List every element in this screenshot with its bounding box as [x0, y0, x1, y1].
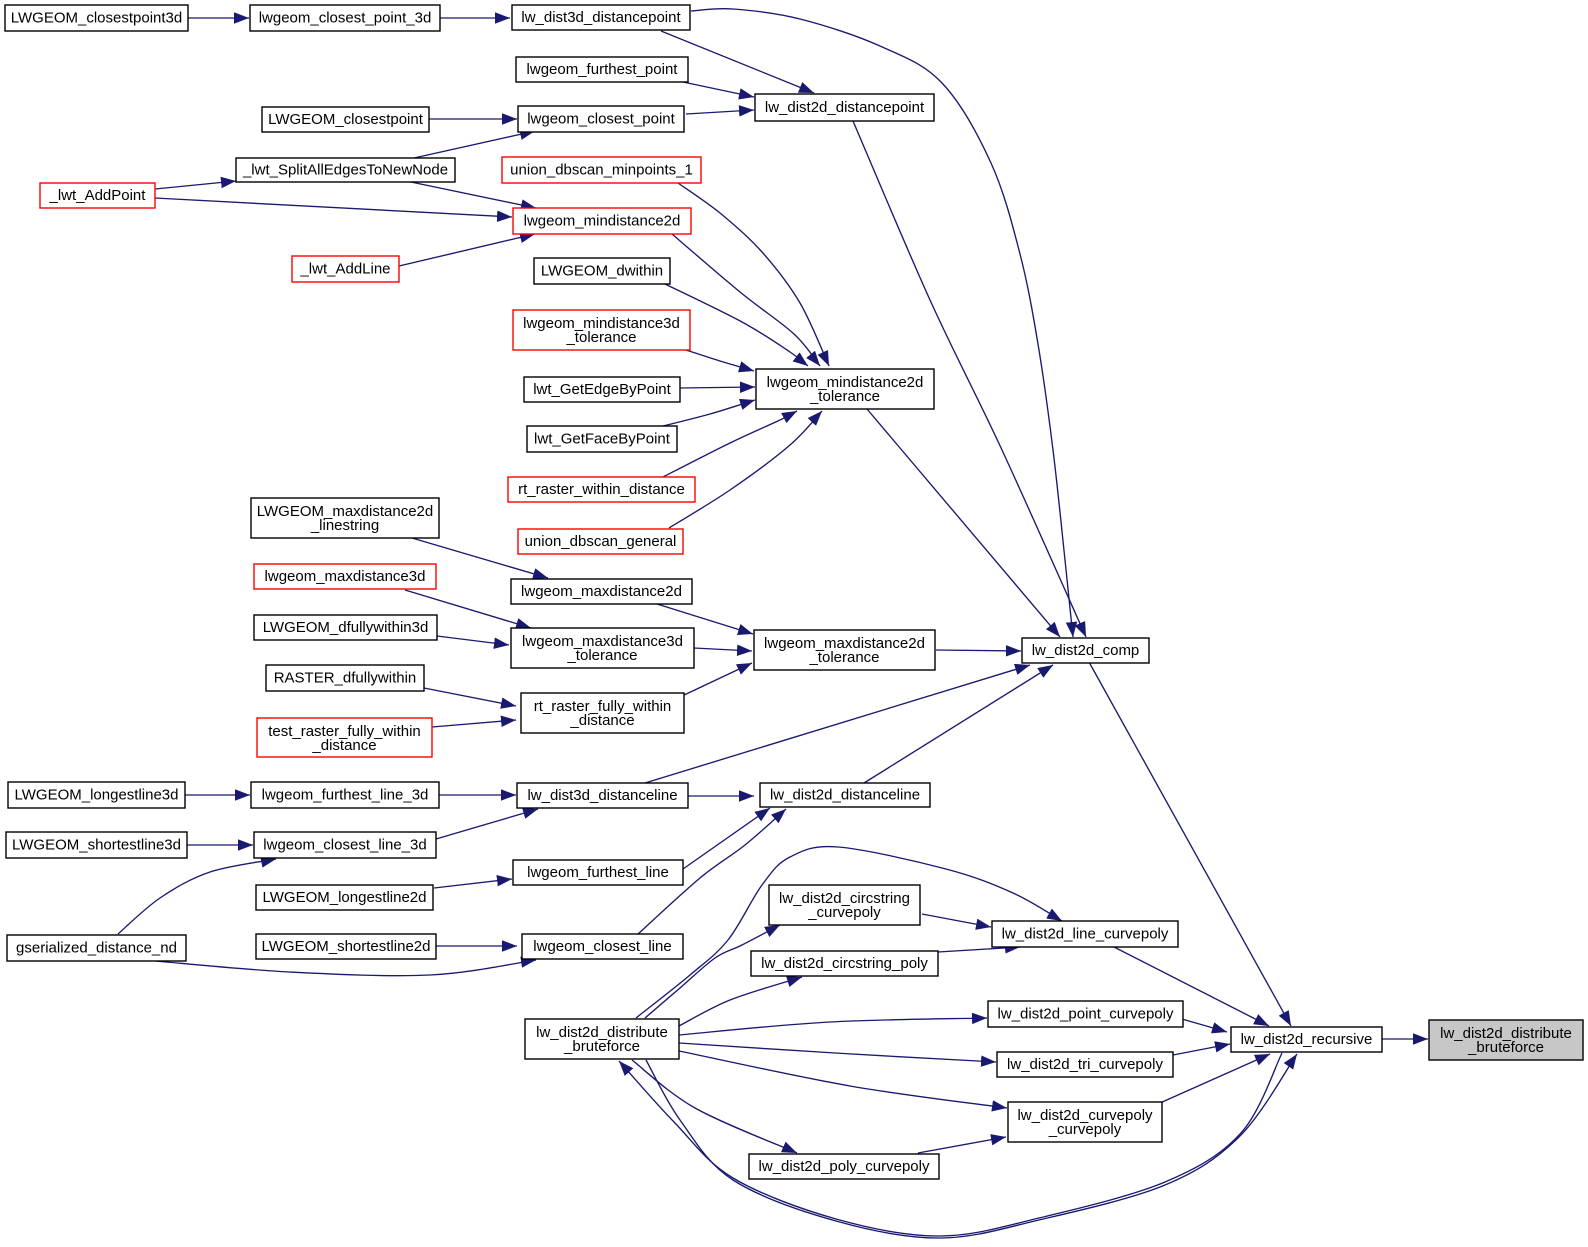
svg-text:_lwt_SplitAllEdgesToNewNode: _lwt_SplitAllEdgesToNewNode [242, 162, 448, 179]
svg-text:lwgeom_closest_line_3d: lwgeom_closest_line_3d [263, 837, 426, 854]
svg-text:union_dbscan_minpoints_1: union_dbscan_minpoints_1 [510, 162, 693, 179]
svg-text:lwgeom_maxdistance2d: lwgeom_maxdistance2d [521, 583, 682, 600]
svg-text:_curvepoly: _curvepoly [1048, 1121, 1122, 1138]
svg-text:LWGEOM_maxdistance2d: LWGEOM_maxdistance2d [257, 503, 433, 520]
svg-text:lwgeom_furthest_point: lwgeom_furthest_point [527, 61, 679, 78]
svg-text:RASTER_dfullywithin: RASTER_dfullywithin [274, 670, 417, 687]
svg-text:_tolerance: _tolerance [566, 647, 637, 664]
svg-text:_bruteforce: _bruteforce [563, 1038, 640, 1055]
svg-text:_tolerance: _tolerance [809, 388, 880, 405]
svg-text:_distance: _distance [569, 712, 634, 729]
svg-text:lw_dist2d_line_curvepoly: lw_dist2d_line_curvepoly [1002, 926, 1169, 943]
svg-text:LWGEOM_longestline2d: LWGEOM_longestline2d [263, 889, 427, 906]
svg-text:lw_dist2d_distribute: lw_dist2d_distribute [1440, 1025, 1572, 1042]
svg-text:lw_dist3d_distancepoint: lw_dist3d_distancepoint [521, 9, 681, 26]
svg-text:LWGEOM_dwithin: LWGEOM_dwithin [541, 263, 663, 280]
svg-text:lw_dist2d_tri_curvepoly: lw_dist2d_tri_curvepoly [1007, 1056, 1163, 1073]
svg-text:lwgeom_mindistance3d: lwgeom_mindistance3d [523, 315, 680, 332]
svg-text:lwgeom_maxdistance3d: lwgeom_maxdistance3d [522, 633, 683, 650]
svg-text:lwgeom_maxdistance2d: lwgeom_maxdistance2d [764, 635, 925, 652]
svg-text:union_dbscan_general: union_dbscan_general [525, 533, 677, 550]
svg-text:lwgeom_maxdistance3d: lwgeom_maxdistance3d [265, 568, 426, 585]
svg-text:rt_raster_fully_within: rt_raster_fully_within [534, 698, 672, 715]
svg-text:lw_dist2d_circstring_poly: lw_dist2d_circstring_poly [761, 955, 928, 972]
svg-text:lw_dist2d_comp: lw_dist2d_comp [1032, 642, 1140, 659]
svg-text:lw_dist3d_distanceline: lw_dist3d_distanceline [527, 787, 677, 804]
svg-text:_distance: _distance [311, 737, 376, 754]
svg-text:rt_raster_within_distance: rt_raster_within_distance [518, 481, 685, 498]
svg-text:lw_dist2d_poly_curvepoly: lw_dist2d_poly_curvepoly [759, 1158, 930, 1175]
svg-text:lwgeom_closest_line: lwgeom_closest_line [533, 938, 671, 955]
svg-text:test_raster_fully_within: test_raster_fully_within [268, 723, 421, 740]
svg-text:lwgeom_furthest_line: lwgeom_furthest_line [527, 864, 669, 881]
svg-text:lwgeom_mindistance2d: lwgeom_mindistance2d [767, 374, 924, 391]
svg-text:gserialized_distance_nd: gserialized_distance_nd [16, 940, 177, 957]
svg-text:lwgeom_mindistance2d: lwgeom_mindistance2d [524, 213, 681, 230]
svg-text:LWGEOM_closestpoint3d: LWGEOM_closestpoint3d [11, 10, 182, 27]
svg-text:lw_dist2d_point_curvepoly: lw_dist2d_point_curvepoly [998, 1006, 1174, 1023]
svg-text:_lwt_AddLine: _lwt_AddLine [299, 261, 390, 278]
svg-text:_lwt_AddPoint: _lwt_AddPoint [49, 187, 147, 204]
svg-text:LWGEOM_shortestline3d: LWGEOM_shortestline3d [12, 837, 181, 854]
svg-text:LWGEOM_dfullywithin3d: LWGEOM_dfullywithin3d [263, 619, 429, 636]
svg-text:lw_dist2d_distancepoint: lw_dist2d_distancepoint [765, 99, 925, 116]
svg-text:_linestring: _linestring [310, 517, 379, 534]
svg-text:_tolerance: _tolerance [565, 329, 636, 346]
svg-text:lwt_GetEdgeByPoint: lwt_GetEdgeByPoint [533, 381, 671, 398]
svg-text:LWGEOM_closestpoint: LWGEOM_closestpoint [268, 111, 424, 128]
svg-text:_tolerance: _tolerance [808, 649, 879, 666]
svg-text:lw_dist2d_circstring: lw_dist2d_circstring [779, 890, 910, 907]
svg-text:_bruteforce: _bruteforce [1467, 1039, 1544, 1056]
svg-text:lwgeom_furthest_line_3d: lwgeom_furthest_line_3d [262, 787, 429, 804]
svg-text:lw_dist2d_recursive: lw_dist2d_recursive [1241, 1031, 1373, 1048]
svg-text:lwgeom_closest_point_3d: lwgeom_closest_point_3d [259, 10, 432, 27]
svg-text:lw_dist2d_distanceline: lw_dist2d_distanceline [770, 787, 920, 804]
svg-text:lw_dist2d_curvepoly: lw_dist2d_curvepoly [1017, 1107, 1153, 1124]
svg-text:lw_dist2d_distribute: lw_dist2d_distribute [536, 1024, 668, 1041]
svg-text:lwt_GetFaceByPoint: lwt_GetFaceByPoint [534, 431, 671, 448]
svg-text:_curvepoly: _curvepoly [807, 904, 881, 921]
svg-text:LWGEOM_longestline3d: LWGEOM_longestline3d [15, 787, 179, 804]
svg-text:lwgeom_closest_point: lwgeom_closest_point [527, 111, 675, 128]
svg-text:LWGEOM_shortestline2d: LWGEOM_shortestline2d [262, 938, 431, 955]
